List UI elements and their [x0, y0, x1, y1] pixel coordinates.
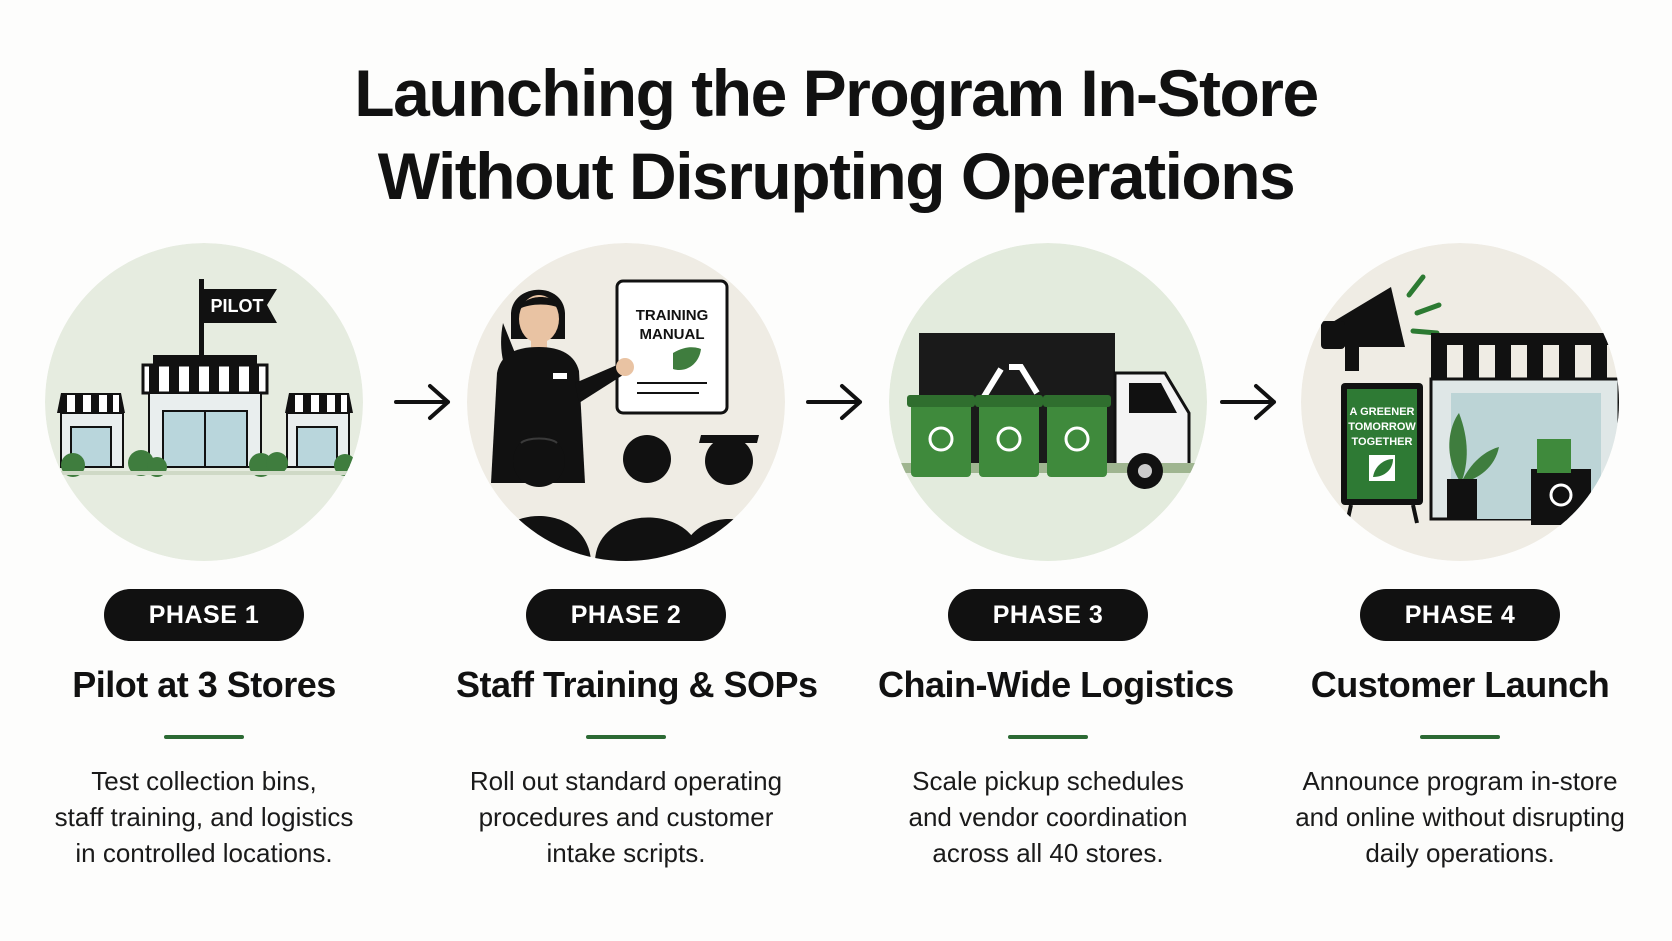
phase-1-divider [164, 735, 244, 739]
phase-1-heading: Pilot at 3 Stores [72, 664, 336, 705]
phase-1-illustration: PILOT [45, 243, 363, 561]
phase-4-badge: PHASE 4 [1359, 589, 1561, 641]
megaphone-icon: A GREENER TOMORROW TOGETHER [1301, 243, 1619, 561]
phase-3-desc-line-3: across all 40 stores. [932, 838, 1164, 868]
phase-2-desc-line-1: Roll out standard operating [469, 766, 783, 796]
recycling-truck-icon [889, 243, 1207, 561]
phase-3-heading: Chain-Wide Logistics [878, 664, 1234, 705]
arrow-right-icon [1220, 384, 1276, 420]
phase-3-desc-line-1: Scale pickup schedules [912, 766, 1184, 796]
sign-line-3: TOGETHER [1352, 436, 1413, 448]
phase-2-illustration: TRAINING MANUAL [467, 243, 785, 561]
pilot-flag-label: PILOT [211, 296, 264, 316]
arrow-right-icon [394, 384, 450, 420]
phase-4-desc-line-2: and online without disrupting [1295, 802, 1625, 832]
phase-3-desc-line-2: and vendor coordination [908, 802, 1188, 832]
storefronts-icon: PILOT [45, 243, 363, 561]
leaf-icon [673, 347, 701, 371]
title-line-1: Launching the Program In-Store [354, 56, 1319, 130]
phase-4: A GREENER TOMORROW TOGETHER PHASE 4 Cust… [1290, 243, 1630, 871]
phase-4-heading: Customer Launch [1310, 664, 1610, 705]
phase-2-desc-line-2: procedures and customer [478, 802, 774, 832]
phase-4-desc-line-1: Announce program in-store [1302, 766, 1618, 796]
manual-line-1: TRAINING [636, 307, 709, 324]
phase-1-desc-line-1: Test collection bins, [91, 766, 317, 796]
phase-3-illustration [889, 243, 1207, 561]
phase-4-description: Announce program in-store and online wit… [1290, 763, 1630, 871]
phase-4-divider [1420, 735, 1500, 739]
phase-2-heading: Staff Training & SOPs [456, 664, 818, 705]
sign-line-2: TOMORROW [1348, 421, 1416, 433]
title-line-2: Without Disrupting Operations [377, 139, 1296, 213]
sign-line-1: A GREENER [1350, 406, 1415, 418]
phase-2-description: Roll out standard operating procedures a… [456, 763, 796, 871]
phase-3: PHASE 3 Chain-Wide Logistics Scale picku… [878, 243, 1234, 871]
phase-2-badge: PHASE 2 [525, 589, 727, 641]
phase-1-desc-line-2: staff training, and logistics [54, 802, 354, 832]
arrow-right-icon [806, 384, 862, 420]
phase-2-desc-line-3: intake scripts. [546, 838, 706, 868]
manual-line-2: MANUAL [640, 326, 705, 343]
phase-1-description: Test collection bins, staff training, an… [34, 763, 374, 871]
phase-2-divider [586, 735, 666, 739]
phase-1: PILOT [34, 243, 374, 871]
phase-1-badge: PHASE 1 [103, 589, 305, 641]
page-title: Launching the Program In-Store Without D… [0, 52, 1672, 218]
phase-4-desc-line-3: daily operations. [1365, 838, 1555, 868]
phase-3-divider [1008, 735, 1088, 739]
phase-4-illustration: A GREENER TOMORROW TOGETHER [1301, 243, 1619, 561]
phase-1-desc-line-3: in controlled locations. [75, 838, 333, 868]
phase-3-description: Scale pickup schedules and vendor coordi… [878, 763, 1218, 871]
phase-3-badge: PHASE 3 [947, 589, 1149, 641]
training-icon: TRAINING MANUAL [467, 243, 785, 561]
phase-2: TRAINING MANUAL [456, 243, 818, 871]
